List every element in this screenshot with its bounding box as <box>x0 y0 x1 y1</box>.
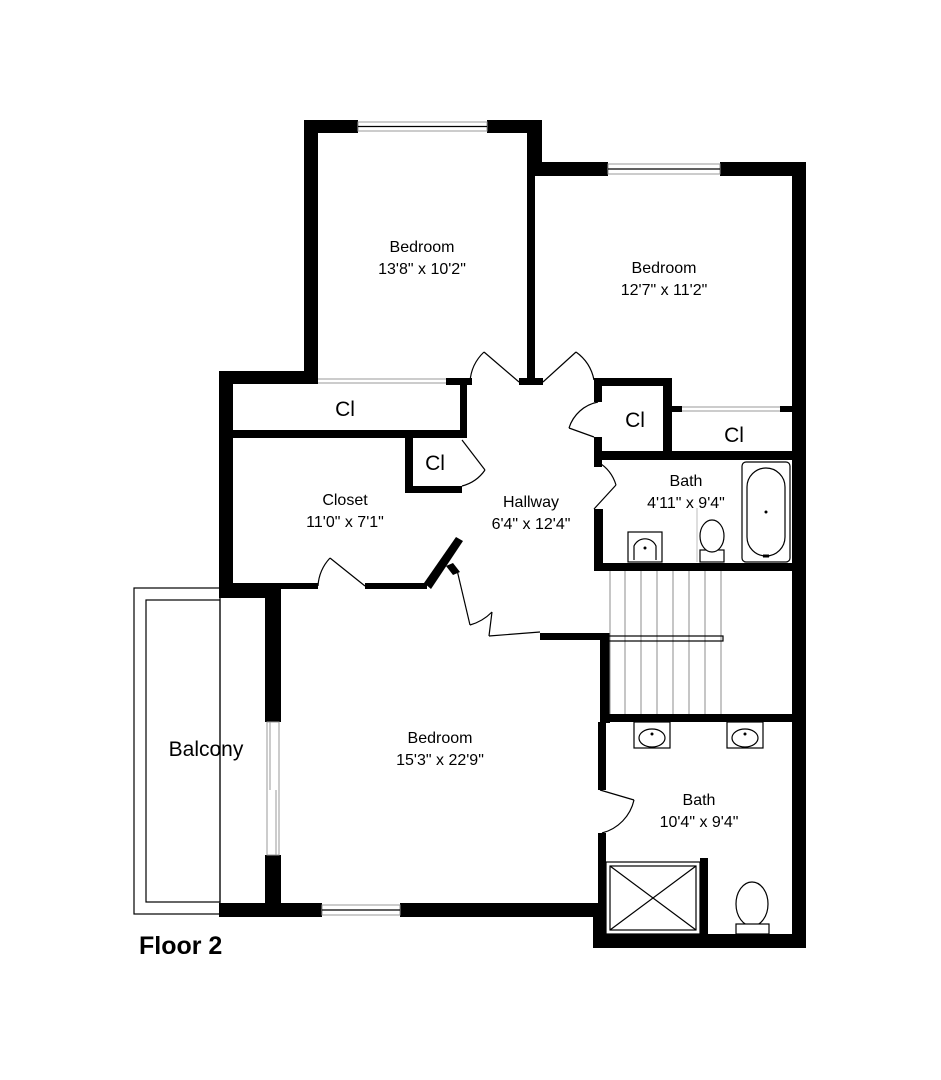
label-bath-upper: Bath <box>670 473 703 490</box>
label-balcony: Balcony <box>169 738 244 761</box>
windows <box>266 121 721 916</box>
upper-bath-fixtures <box>627 461 791 563</box>
dims-bedroom-main: 15'3" x 22'9" <box>396 752 484 769</box>
dims-bedroom-top-left: 13'8" x 10'2" <box>378 261 466 278</box>
label-closet-center: Cl <box>625 409 645 432</box>
label-bedroom-top-left: Bedroom <box>390 239 455 256</box>
label-closet-small: Cl <box>425 452 445 475</box>
label-bedroom-top-right: Bedroom <box>632 260 697 277</box>
dims-hallway: 6'4" x 12'4" <box>492 516 571 533</box>
dims-walk-in-closet: 11'0" x 7'1" <box>306 514 384 531</box>
interior-walls <box>233 378 806 948</box>
sliding-doors <box>318 378 780 412</box>
label-bath-lower: Bath <box>683 792 716 809</box>
room-labels: Bedroom 13'8" x 10'2" Bedroom 12'7" x 11… <box>169 239 744 831</box>
balcony-outline <box>133 587 221 915</box>
dims-bath-upper: 4'11" x 9'4" <box>647 495 725 512</box>
lower-bath-fixtures <box>605 721 770 935</box>
label-closet-right: Cl <box>724 424 744 447</box>
label-hallway: Hallway <box>503 494 559 511</box>
label-walk-in-closet: Closet <box>322 492 368 509</box>
dims-bath-lower: 10'4" x 9'4" <box>660 814 739 831</box>
floor-title: Floor 2 <box>139 932 223 960</box>
door-swings <box>317 351 635 834</box>
staircase <box>605 571 724 714</box>
label-bedroom-main: Bedroom <box>408 730 473 747</box>
label-closet-left: Cl <box>335 398 355 421</box>
dims-bedroom-top-right: 12'7" x 11'2" <box>621 282 708 299</box>
exterior-walls <box>219 120 806 948</box>
